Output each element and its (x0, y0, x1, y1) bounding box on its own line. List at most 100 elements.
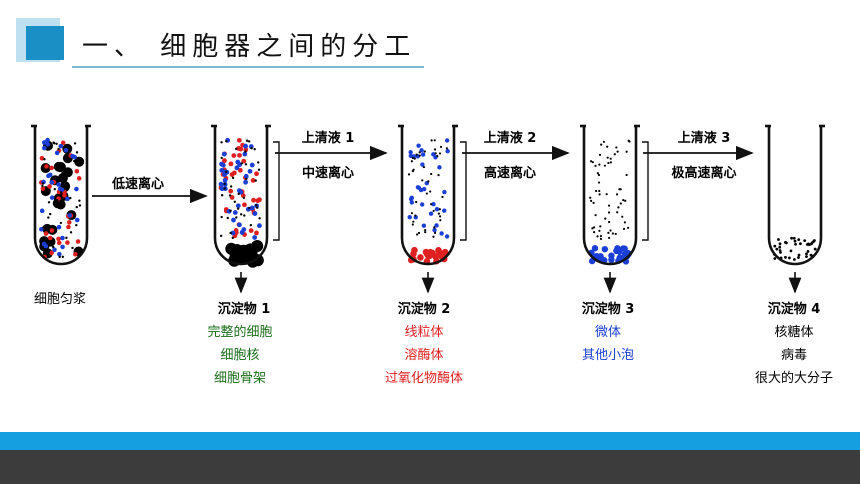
test-tube-2 (211, 124, 280, 294)
particle (57, 251, 62, 257)
particle (595, 189, 598, 193)
particle (75, 223, 78, 227)
particle (56, 182, 61, 187)
particle (44, 224, 48, 228)
particle (775, 247, 779, 251)
particle (252, 235, 258, 240)
particle (247, 140, 251, 143)
particle (616, 150, 619, 153)
particle (74, 217, 80, 223)
particle (243, 214, 246, 217)
particle (596, 172, 599, 175)
particle (417, 254, 424, 261)
pellet-2-item: 过氧化物酶体 (384, 371, 463, 386)
particle (59, 191, 63, 194)
particle (442, 208, 447, 213)
particle (787, 256, 791, 260)
test-tube-4 (580, 124, 649, 294)
particle (611, 232, 614, 235)
particle (255, 204, 258, 207)
particle (235, 147, 238, 151)
particle (61, 255, 65, 259)
particle (408, 150, 413, 155)
particle (223, 187, 226, 190)
step-label-high-speed: 高速离心 (483, 166, 536, 181)
particle (241, 158, 247, 164)
particle (609, 229, 612, 232)
particle (424, 230, 427, 234)
particle (439, 219, 442, 222)
particle (784, 240, 787, 244)
particle (778, 249, 782, 252)
particle (431, 152, 436, 157)
particle (408, 153, 414, 159)
particle (231, 153, 237, 159)
step-label-ultra-high-speed: 极高速离心 (671, 166, 737, 181)
centrifugation-diagram (31, 124, 825, 294)
particle (47, 184, 52, 189)
particle (409, 200, 415, 205)
particle (243, 179, 249, 185)
particle (445, 147, 448, 150)
particle (792, 258, 796, 261)
particle (66, 224, 71, 230)
tube-caption-pellet-1: 沉淀物 1 (217, 302, 271, 317)
particle (418, 154, 421, 157)
particle (75, 205, 78, 209)
particle (598, 153, 602, 156)
particle (792, 236, 796, 240)
particle (419, 148, 424, 153)
particle (434, 152, 437, 155)
particle (254, 171, 259, 177)
particle (444, 138, 450, 143)
particle (60, 244, 65, 250)
particle (220, 156, 223, 160)
particle (254, 179, 257, 182)
step-label-low-speed: 低速离心 (111, 177, 164, 192)
particle (251, 197, 256, 203)
particle (248, 206, 251, 210)
particle (257, 161, 260, 164)
particle (49, 226, 52, 229)
test-tube-3 (398, 124, 467, 294)
particle (236, 207, 240, 210)
particle (439, 231, 444, 236)
particle (607, 231, 610, 234)
particle (436, 154, 439, 158)
particle (75, 151, 79, 154)
particle (242, 151, 248, 157)
particle (608, 220, 611, 224)
particle (39, 155, 45, 161)
particle (622, 227, 626, 230)
particle (621, 251, 629, 258)
particle (617, 206, 620, 209)
particle (49, 228, 55, 233)
particle (430, 203, 433, 206)
particle (235, 159, 241, 165)
particle (226, 216, 230, 220)
particle (598, 229, 601, 232)
particle (432, 227, 437, 233)
particle (57, 172, 68, 183)
particle (232, 210, 238, 215)
particle (231, 217, 236, 223)
particle (431, 201, 436, 207)
particle (249, 162, 255, 168)
particle (416, 143, 421, 148)
particle (592, 231, 596, 234)
particle (219, 186, 225, 192)
particle (228, 194, 232, 197)
particle (597, 181, 601, 184)
particle (609, 161, 612, 164)
particle (605, 193, 608, 196)
particle (256, 206, 259, 209)
particle (240, 162, 243, 165)
particle (220, 162, 226, 168)
particle (407, 214, 412, 220)
particle (62, 193, 67, 198)
step-label-supernatant-3: 上清液 3 (677, 131, 731, 146)
particle (245, 177, 248, 181)
particle (411, 156, 414, 160)
particle (445, 149, 450, 154)
step-label-supernatant-2: 上清液 2 (483, 131, 537, 146)
